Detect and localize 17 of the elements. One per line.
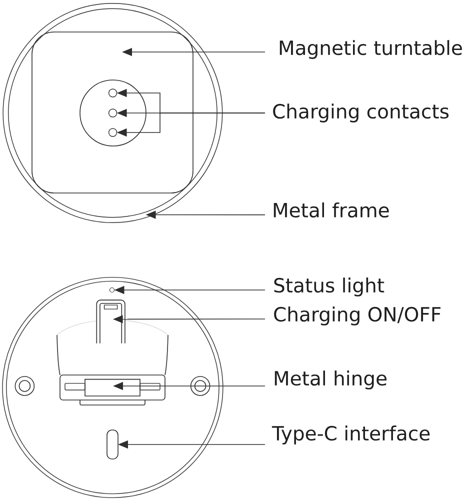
part-label: Charging contacts bbox=[273, 104, 449, 122]
part-label: Charging ON/OFF bbox=[274, 306, 440, 326]
part-label: Metal frame bbox=[274, 202, 389, 218]
charging-contact bbox=[108, 128, 118, 137]
part-label: Status light bbox=[274, 278, 384, 296]
status-led bbox=[109, 287, 115, 293]
part-label: Type-C interface bbox=[272, 426, 430, 444]
charging-contact bbox=[108, 88, 118, 98]
part-label: Magnetic turntable bbox=[280, 40, 462, 59]
back-cover-circle bbox=[2, 276, 224, 498]
hinge bbox=[60, 374, 166, 406]
outer-ring bbox=[2, 3, 223, 223]
rounded-square bbox=[32, 32, 194, 194]
switch-slot bbox=[96, 300, 126, 344]
part-label: Metal hinge bbox=[274, 370, 386, 390]
usb-c-port bbox=[106, 430, 118, 460]
charging-contact bbox=[108, 108, 118, 118]
